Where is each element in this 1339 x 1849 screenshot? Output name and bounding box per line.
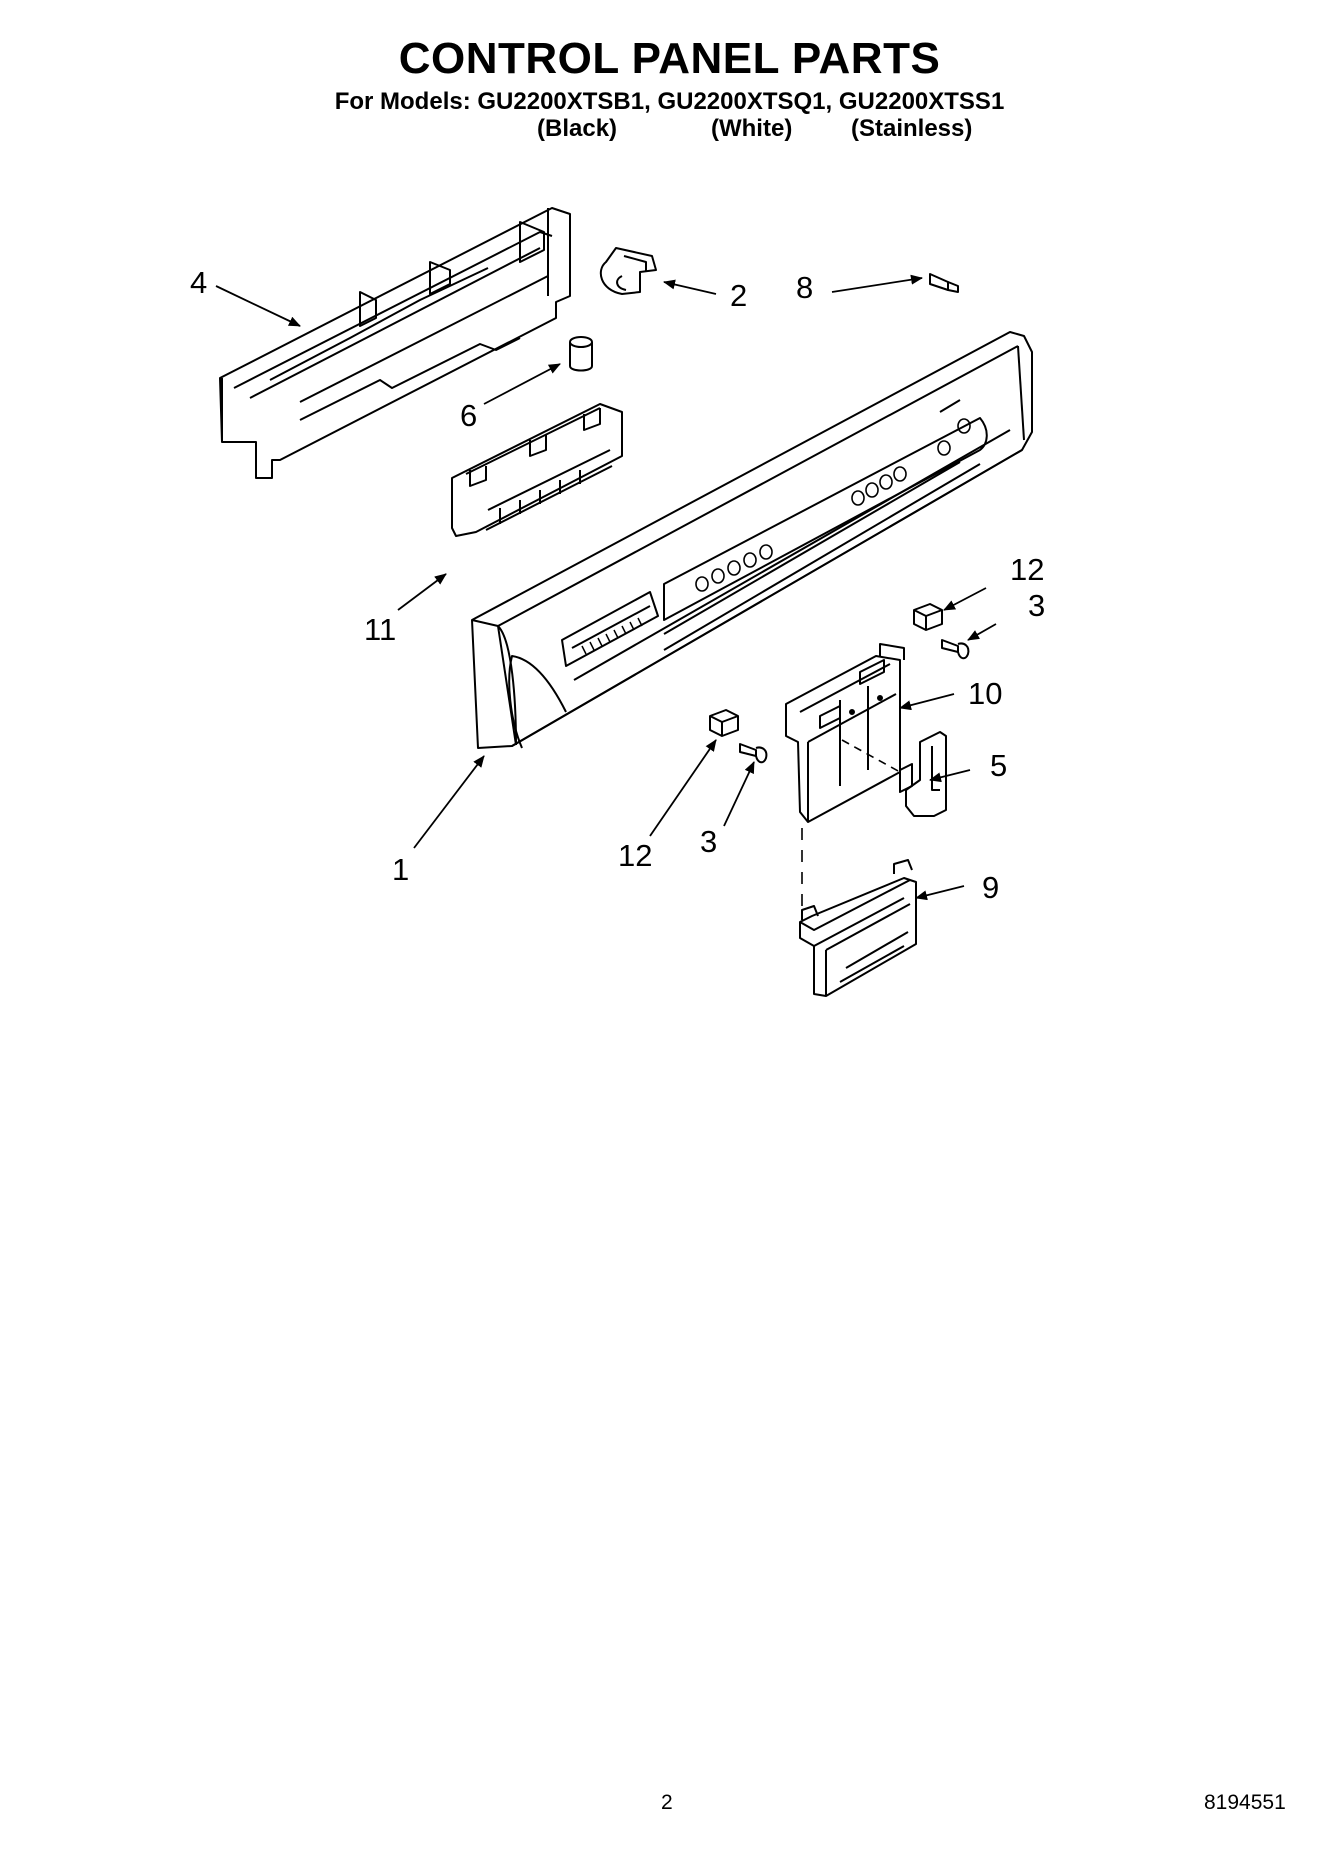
- callout-3-left: 3: [700, 824, 717, 859]
- variant-white: (White): [711, 115, 793, 142]
- part-11-control-board: [451, 403, 623, 537]
- leader-5: [929, 769, 971, 783]
- callout-10: 10: [968, 676, 1002, 711]
- leader-2: [663, 279, 717, 295]
- console-vent-slots: [581, 617, 643, 655]
- part-10-bracket: [785, 643, 905, 823]
- callout-3-right: 3: [1028, 588, 1045, 623]
- leader-3-right: [967, 623, 997, 641]
- part-4-housing: [219, 207, 571, 479]
- callout-12-right: 12: [1010, 552, 1044, 587]
- part-5-clip: [899, 731, 947, 817]
- page-title: CONTROL PANEL PARTS: [398, 34, 941, 83]
- leader-3-left: [723, 761, 755, 827]
- leader-10: [899, 693, 955, 711]
- leader-lines: [215, 274, 997, 901]
- page-number: 2: [661, 1791, 673, 1814]
- callout-5: 5: [990, 748, 1007, 783]
- part-6-knob: [569, 336, 593, 372]
- callout-8: 8: [796, 270, 813, 305]
- part-3-screw-left: [739, 743, 768, 764]
- leader-8: [831, 274, 923, 293]
- models-line: For Models: GU2200XTSB1, GU2200XTSQ1, GU…: [334, 88, 1005, 115]
- part-9-bracket: [799, 859, 917, 997]
- part-12-connector-right: [913, 603, 943, 631]
- variant-black: (Black): [537, 115, 618, 142]
- part-1-console: [471, 331, 1033, 749]
- console-buttons: [695, 418, 971, 592]
- leader-9: [915, 885, 965, 901]
- callout-4: 4: [190, 265, 207, 300]
- callout-9: 9: [982, 870, 999, 905]
- callout-11: 11: [364, 612, 396, 647]
- part-8-screw: [929, 273, 959, 293]
- leader-4: [215, 285, 301, 327]
- part-3-screw-right: [941, 639, 970, 660]
- part-12-connector-left: [709, 709, 739, 737]
- leader-12-left: [649, 739, 717, 837]
- variant-stainless: (Stainless): [851, 115, 973, 142]
- leader-11: [397, 573, 447, 611]
- callout-12-left: 12: [618, 838, 652, 873]
- leader-6: [483, 363, 561, 405]
- document-number: 8194551: [1204, 1791, 1286, 1814]
- callout-2: 2: [730, 278, 747, 313]
- callout-1: 1: [392, 852, 409, 887]
- leader-1: [413, 755, 485, 849]
- part-2-clip: [599, 247, 657, 295]
- callout-6: 6: [460, 398, 477, 433]
- leader-12-right: [943, 587, 987, 611]
